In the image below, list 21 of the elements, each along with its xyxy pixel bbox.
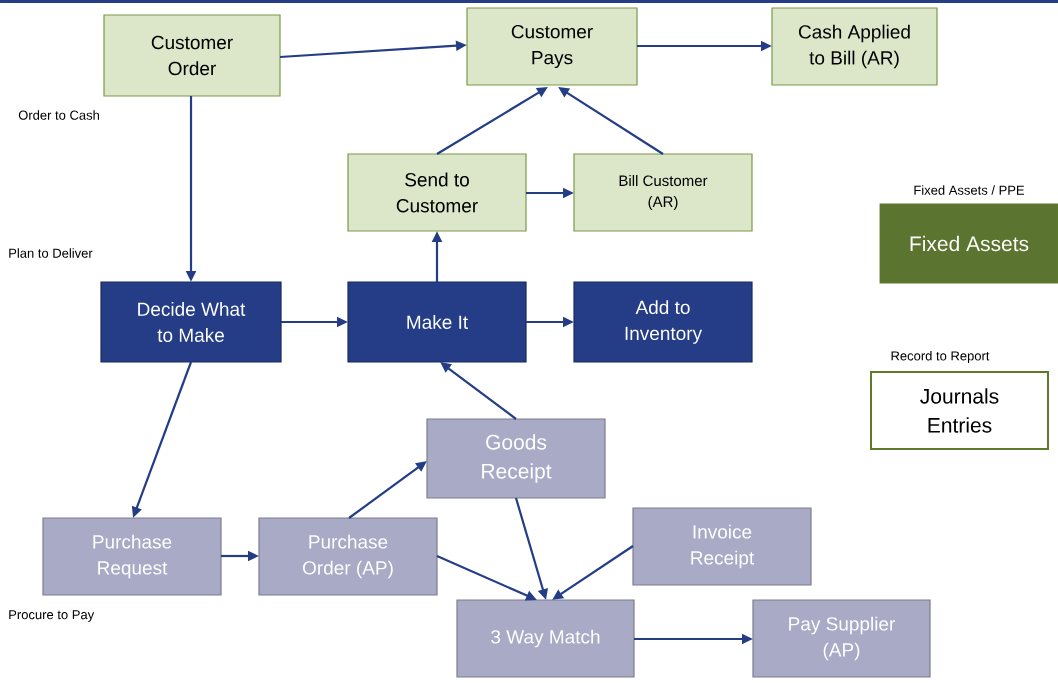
- process-box: Send to Customer: [347, 153, 527, 232]
- process-box: Pay Supplier (AP): [752, 599, 931, 678]
- lane-label: Order to Cash: [18, 110, 99, 120]
- process-box: Customer Pays: [466, 7, 638, 86]
- process-box: Decide What to Make: [100, 281, 282, 363]
- process-box: 3 Way Match: [456, 599, 635, 678]
- process-box: Journals Entries: [870, 371, 1049, 450]
- process-box: Goods Receipt: [426, 418, 606, 499]
- process-box: Add to Inventory: [573, 281, 753, 363]
- group-label: Fixed Assets / PPE: [914, 185, 1025, 195]
- process-box: Customer Order: [103, 14, 281, 97]
- process-box: Purchase Order (AP): [258, 517, 438, 596]
- process-box: Cash Applied to Bill (AR): [771, 7, 938, 86]
- lane-label: Plan to Deliver: [9, 248, 93, 258]
- process-box: Purchase Request: [42, 517, 222, 596]
- process-box: Bill Customer (AR): [573, 153, 753, 232]
- process-box: Fixed Assets: [879, 203, 1058, 284]
- lane-label: Procure to Pay: [9, 610, 95, 622]
- group-label: Record to Report: [891, 350, 990, 364]
- process-box: Invoice Receipt: [632, 507, 812, 586]
- process-box: Make It: [347, 281, 527, 363]
